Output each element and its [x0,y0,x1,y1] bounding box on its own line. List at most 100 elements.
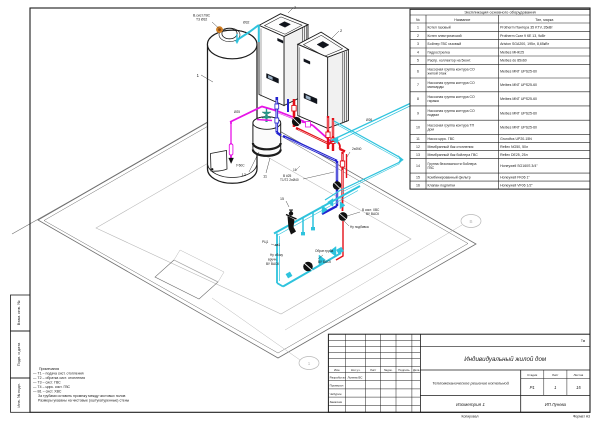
svg-text:Т1/Т2 2xØ40: Т1/Т2 2xØ40 [280,178,299,182]
svg-text:Honeywell SG160S 3/4": Honeywell SG160S 3/4" [500,164,538,168]
svg-text:Гидрострелка: Гидрострелка [428,50,450,54]
svg-text:Ну сбоку: Ну сбоку [270,253,283,257]
svg-text:Разработал: Разработал [330,376,347,380]
svg-text:Подп. и дата: Подп. и дата [16,342,21,366]
svg-text:Формат А3: Формат А3 [573,415,590,419]
svg-text:13: 13 [416,153,420,157]
svg-text:Распр. коллектор на 5конт.: Распр. коллектор на 5конт. [428,58,472,62]
svg-text:Проверил: Проверил [330,384,344,388]
svg-text:ВУ ВАСК: ВУ ВАСК [366,212,379,216]
svg-text:Примечания: Примечания [39,367,59,371]
svg-text:гаража: гаража [428,99,439,103]
svg-text:Лунева ВС: Лунева ВС [348,376,364,380]
svg-text:11: 11 [263,174,268,179]
svg-text:Т3 Ø32: Т3 Ø32 [196,18,207,22]
svg-text:Honeywell FK06 1": Honeywell FK06 1" [500,175,530,179]
svg-text:Насосная группа контура СО: Насосная группа контура СО [428,67,475,71]
svg-text:Ø25: Ø25 [234,110,240,114]
svg-text:1: 1 [417,25,419,29]
svg-text:вв1: вв1 [275,243,280,247]
svg-text:Чебурин: Чебурин [330,392,342,396]
svg-text:— Т4 – цирк. сист. ГВС: — Т4 – цирк. сист. ГВС [33,385,71,389]
svg-text:Копировал: Копировал [462,415,479,419]
svg-text:16: 16 [293,168,297,172]
svg-text:11: 11 [416,137,420,141]
svg-text:Насосная группа контура ТП: Насосная группа контура ТП [428,124,475,128]
svg-text:Мембранный бак отопления: Мембранный бак отопления [428,145,474,149]
svg-text:Protherm Скат 9 КЕ 13, 9кВт: Protherm Скат 9 КЕ 13, 9кВт [500,34,546,38]
svg-text:Ну подбивка: Ну подбивка [350,225,369,229]
svg-text:8: 8 [417,97,419,101]
svg-text:Reflex NG50, 50л: Reflex NG50, 50л [500,145,528,149]
svg-text:Meibes do 85x60: Meibes do 85x60 [500,58,527,62]
svg-text:Группа безопасности бойлера: Группа безопасности бойлера [428,162,477,166]
svg-text:Ø32: Ø32 [243,21,250,25]
svg-text:Название: Название [454,18,470,22]
svg-text:Изм.: Изм. [334,368,340,372]
svg-text:подвал: подвал [428,113,440,117]
svg-text:мансарды: мансарды [428,85,445,89]
svg-text:Тм: Тм [581,339,586,343]
svg-text:Индивидуальный жилой дом: Индивидуальный жилой дом [464,356,547,363]
svg-text:№док.: №док. [384,368,393,372]
svg-text:12: 12 [416,145,420,149]
svg-text:— Т3 – сист. ГВС: — Т3 – сист. ГВС [33,381,61,385]
svg-text:B: B [469,219,472,224]
svg-text:В #25: В #25 [283,174,292,178]
svg-text:ГВС: ГВС [428,166,435,170]
svg-text:9: 9 [417,111,419,115]
svg-text:Meibes MNT UPS25-60: Meibes MNT UPS25-60 [500,83,537,87]
svg-text:В.сист.ГВС: В.сист.ГВС [193,14,211,18]
svg-text:Клапан подпитки: Клапан подпитки [428,183,456,187]
svg-text:Дата: Дата [413,368,420,372]
svg-text:Meibes MNT UPS25-60: Meibes MNT UPS25-60 [500,111,537,115]
svg-text:— Т1 – подача сист. отопления: — Т1 – подача сист. отопления [33,372,84,376]
svg-text:Кол.уч.: Кол.уч. [351,368,361,372]
svg-text:дом: дом [428,128,435,132]
svg-text:Meibes MNT UPS25-60: Meibes MNT UPS25-60 [500,126,537,130]
svg-text:7: 7 [417,83,419,87]
svg-text:Бойлер ГВС газовый: Бойлер ГВС газовый [428,42,462,46]
svg-text:Honeywell VF06 1/2": Honeywell VF06 1/2" [500,183,533,187]
svg-text:Ariston SGA200, 195л, 8,65кВт: Ariston SGA200, 195л, 8,65кВт [500,42,549,46]
svg-text:Мембранный бак бойлера ГВС: Мембранный бак бойлера ГВС [428,153,479,157]
svg-text:Размеры указаны на чистовые (о: Размеры указаны на чистовые (оштукатурен… [38,399,130,403]
svg-text:2: 2 [340,28,343,33]
svg-text:вручн.: вручн. [268,258,277,262]
svg-text:1: 1 [197,73,200,78]
svg-text:16: 16 [416,183,420,187]
svg-text:Тепломеханическое решение коте: Тепломеханическое решение котельной [432,381,509,386]
svg-text:ИП Лунева: ИП Лунева [545,402,567,407]
svg-text:3: 3 [417,42,419,46]
svg-text:14: 14 [416,164,420,168]
svg-text:Meibes MHK25: Meibes MHK25 [500,50,524,54]
svg-text:Насос цирк. ГВС: Насос цирк. ГВС [428,137,455,141]
svg-text:— Т2 – обратка сист. отопления: — Т2 – обратка сист. отопления [33,376,85,380]
svg-text:15: 15 [280,197,284,201]
svg-text:12: 12 [242,172,247,177]
svg-text:Подпись: Подпись [398,368,410,372]
svg-text:Protherm Пантера 35 KTV, 35кВт: Protherm Пантера 35 KTV, 35кВт [500,25,553,29]
svg-text:Котел газовый: Котел газовый [428,25,451,29]
svg-text:Насосная группа контура СО: Насосная группа контура СО [428,95,475,99]
svg-text:1: 1 [554,385,556,390]
svg-text:2xØ40: 2xØ40 [352,147,362,151]
svg-text:10: 10 [416,126,420,130]
svg-text:жилой этаж: жилой этаж [428,71,447,75]
svg-text:5: 5 [417,58,419,62]
svg-text:Обрат.труба: Обрат.труба [315,249,333,253]
svg-text:Reflex DE25, 25л: Reflex DE25, 25л [500,153,528,157]
svg-text:Ø26: Ø26 [366,118,372,122]
svg-text:— В1 – сист. ХВС: — В1 – сист. ХВС [33,390,62,394]
svg-text:Экспликация основного оборудов: Экспликация основного оборудования [464,10,535,15]
svg-text:Взам. инв. №: Взам. инв. № [16,301,21,326]
svg-text:Изометрия 1: Изометрия 1 [456,402,485,407]
svg-text:РЦ1: РЦ1 [262,240,268,244]
svg-text:Meibes MNT UPS25-60: Meibes MNT UPS25-60 [500,69,537,73]
svg-text:Листов: Листов [574,373,584,377]
svg-text:15: 15 [576,385,581,390]
svg-text:Р1: Р1 [530,385,535,390]
svg-text:Стадия: Стадия [527,373,538,377]
svg-text:Тип, марка: Тип, марка [535,18,553,22]
svg-text:Инв. № подл.: Инв. № подл. [16,383,21,408]
